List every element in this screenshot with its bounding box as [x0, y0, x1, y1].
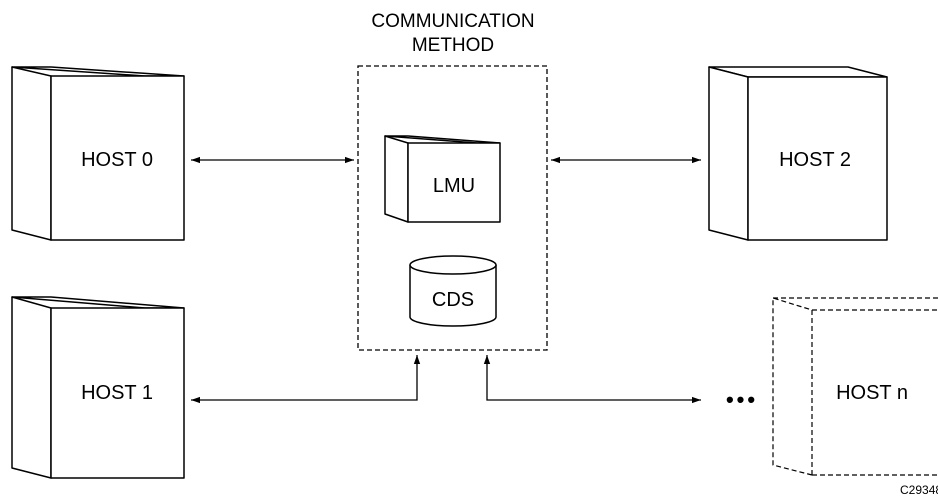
cds-cylinder — [409, 255, 497, 327]
ellipsis-dots: ••• — [726, 387, 758, 412]
title-line-2: METHOD — [412, 35, 494, 56]
arrow-host1-to-method — [191, 355, 421, 404]
host-n-label: HOST n — [836, 382, 908, 404]
host-2-cube — [708, 66, 888, 241]
cds-label: CDS — [432, 289, 474, 311]
host-n-cube — [772, 297, 938, 476]
host-0-cube — [11, 66, 185, 241]
host-0-label: HOST 0 — [81, 149, 153, 171]
host-1-cube — [11, 296, 185, 479]
host-1-label: HOST 1 — [81, 382, 153, 404]
figure-code: C29348 — [900, 483, 938, 497]
communication-method-box — [357, 65, 548, 351]
title-line-1: COMMUNICATION — [371, 11, 534, 32]
host-2-label: HOST 2 — [779, 149, 851, 171]
lmu-label: LMU — [433, 175, 475, 197]
arrow-method-to-hostn — [483, 355, 701, 404]
lmu-cube — [384, 135, 501, 223]
